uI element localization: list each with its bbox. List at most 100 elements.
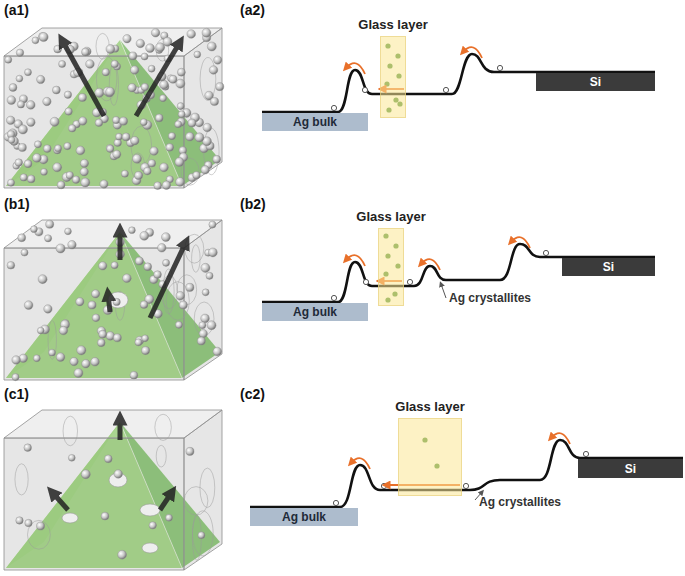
ag-particle: [123, 35, 131, 43]
pore-texture: [155, 414, 171, 440]
ag-particle: [18, 125, 27, 134]
ag-particle: [157, 243, 166, 252]
ag-particle: [131, 136, 140, 145]
diffusion-arrow: [421, 259, 440, 270]
ag-particle: [116, 133, 123, 140]
ag-particle: [209, 221, 216, 228]
ag-particle: [12, 356, 21, 365]
ag-particle: [148, 65, 155, 72]
ag-particle: [95, 88, 104, 97]
ag-particle: [202, 289, 209, 296]
ag-particle: [16, 75, 23, 82]
ag-particle: [201, 166, 209, 174]
pore-texture: [48, 320, 56, 359]
glass-layer-band: Glass layer: [380, 36, 406, 118]
ag-particle: [50, 117, 59, 126]
ag-particle: [208, 248, 217, 257]
ag-particle: [9, 83, 17, 91]
energy-line: [262, 54, 655, 112]
growth-arrow: [62, 40, 104, 116]
ag-particle: [199, 322, 206, 329]
ag-particle: [66, 171, 73, 178]
growth-arrow: [136, 42, 180, 116]
ag-particle: [144, 167, 152, 175]
ag-particle: [55, 145, 62, 152]
sample-cube: [4, 220, 222, 381]
ag-particle: [207, 42, 216, 51]
ag-particle: [186, 283, 194, 291]
ag-particle: [142, 347, 150, 355]
ag-particle: [68, 240, 77, 249]
ag-atom: [331, 105, 336, 110]
ag-particle: [64, 142, 71, 149]
ag-particle: [25, 519, 32, 526]
ag-particle: [140, 119, 147, 126]
ag-particle: [27, 118, 35, 126]
ag-particle: [99, 330, 107, 338]
ag-atom: [463, 483, 468, 488]
ag-particle: [162, 259, 169, 266]
ag-particle: [175, 158, 184, 167]
ag-particle: [177, 68, 185, 76]
ag-particle: [122, 133, 130, 141]
ag-bulk-block: Ag bulk: [250, 508, 358, 526]
ag-particle: [77, 346, 86, 355]
ag-particle: [102, 68, 109, 75]
ag-particle: [59, 326, 68, 335]
ag-particle: [176, 177, 185, 186]
ag-particle: [16, 517, 23, 524]
ag-atom: [543, 250, 548, 255]
ag-particle: [95, 119, 103, 127]
panel-label: (a2): [240, 2, 265, 18]
ag-particle: [186, 447, 194, 455]
ag-particle: [156, 43, 165, 52]
ag-particle: [106, 45, 115, 54]
panel-label: (a1): [4, 2, 29, 18]
ag-bulk-block: Ag bulk: [262, 113, 368, 131]
block-label: Si: [625, 462, 636, 476]
ag-particle: [12, 374, 19, 381]
ag-particle: [177, 103, 184, 110]
pore-texture: [15, 464, 28, 495]
ag-particle: [8, 137, 15, 144]
ag-particle: [43, 145, 51, 153]
ag-particle: [194, 51, 201, 58]
ag-particle: [187, 30, 196, 39]
ag-particle: [176, 79, 185, 88]
diffusion-arrow: [463, 47, 482, 58]
ag-particle: [199, 329, 207, 337]
pyramid-hole: [62, 513, 78, 523]
ag-particle: [80, 168, 88, 176]
ag-particle: [206, 272, 213, 279]
ag-particle: [162, 181, 170, 189]
ag-particle: [6, 116, 14, 124]
ag-particle: [27, 175, 35, 183]
ag-particle: [113, 298, 120, 305]
ag-particle: [31, 226, 38, 233]
block-label: Si: [603, 260, 614, 274]
ag-particle: [129, 227, 136, 234]
ag-particle: [46, 220, 54, 228]
ag-particle: [111, 262, 118, 269]
ag-particle: [70, 357, 78, 365]
block-label: Si: [590, 75, 601, 89]
ag-atom: [362, 87, 367, 92]
ag-particle: [7, 261, 15, 269]
growth-arrow: [52, 492, 68, 510]
growth-arrow: [118, 230, 123, 260]
ag-particle: [16, 49, 23, 56]
ag-particle: [209, 66, 218, 75]
ag-particle: [43, 97, 51, 105]
ag-particle: [160, 80, 169, 89]
ag-particle: [142, 335, 149, 342]
ag-particle: [168, 132, 175, 139]
growth-arrow: [150, 242, 186, 318]
glass-matrix-face: [4, 438, 184, 570]
ag-particle: [113, 150, 121, 158]
pore-texture: [185, 234, 204, 263]
ag-particle: [141, 83, 149, 91]
glass-matrix-face: [4, 220, 222, 248]
ag-particle: [202, 28, 211, 37]
ag-particle: [44, 235, 51, 242]
ag-particle: [106, 145, 113, 152]
